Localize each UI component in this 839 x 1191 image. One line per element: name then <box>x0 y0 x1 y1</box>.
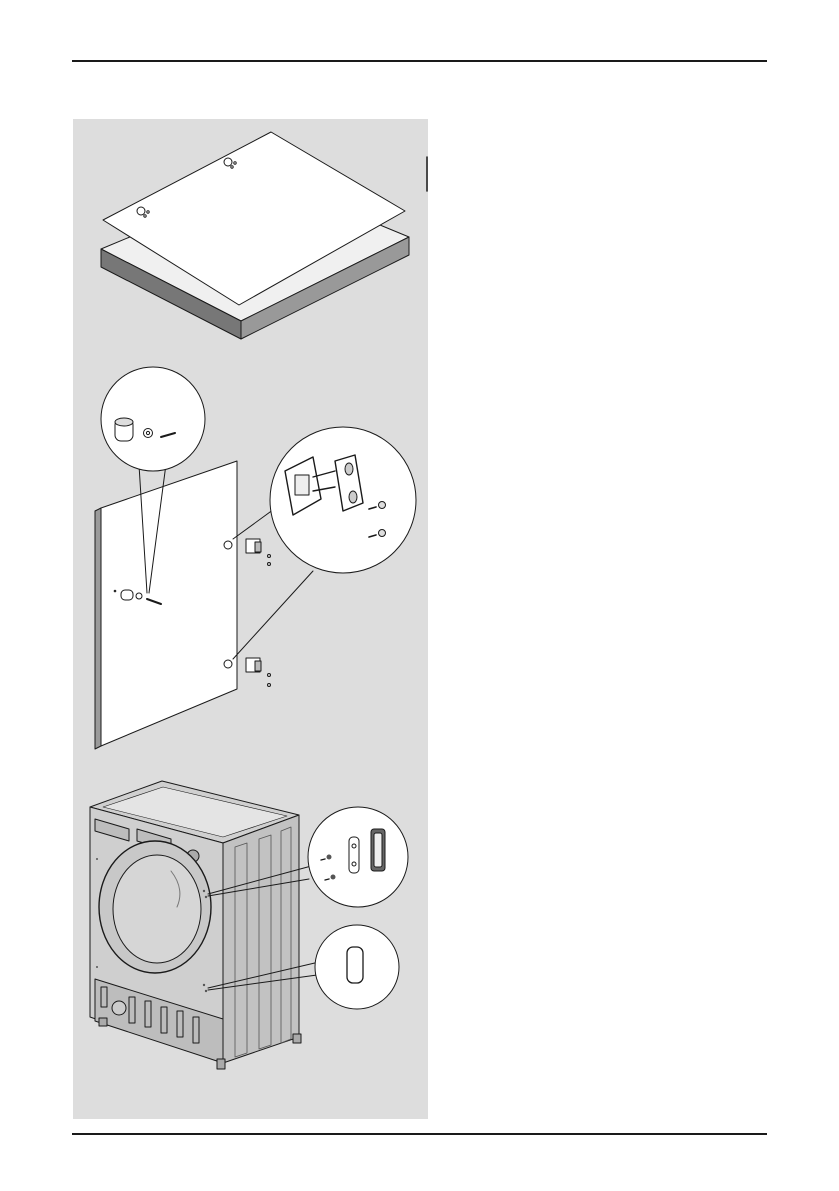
machine-side <box>223 815 299 1063</box>
small-hinge-bottom <box>246 658 271 687</box>
worktop-step <box>101 132 427 339</box>
header-rule <box>72 60 767 62</box>
assembly-diagram <box>73 119 428 1119</box>
door-step <box>95 367 416 749</box>
footer-rule <box>72 1133 767 1135</box>
illustration-panel <box>73 119 428 1119</box>
machine-door <box>99 841 211 973</box>
washing-machine-step <box>90 781 408 1069</box>
plug-cap <box>347 947 363 983</box>
small-hinge-top <box>246 539 271 566</box>
door-panel-edge <box>95 508 101 749</box>
door-panel <box>101 461 237 746</box>
